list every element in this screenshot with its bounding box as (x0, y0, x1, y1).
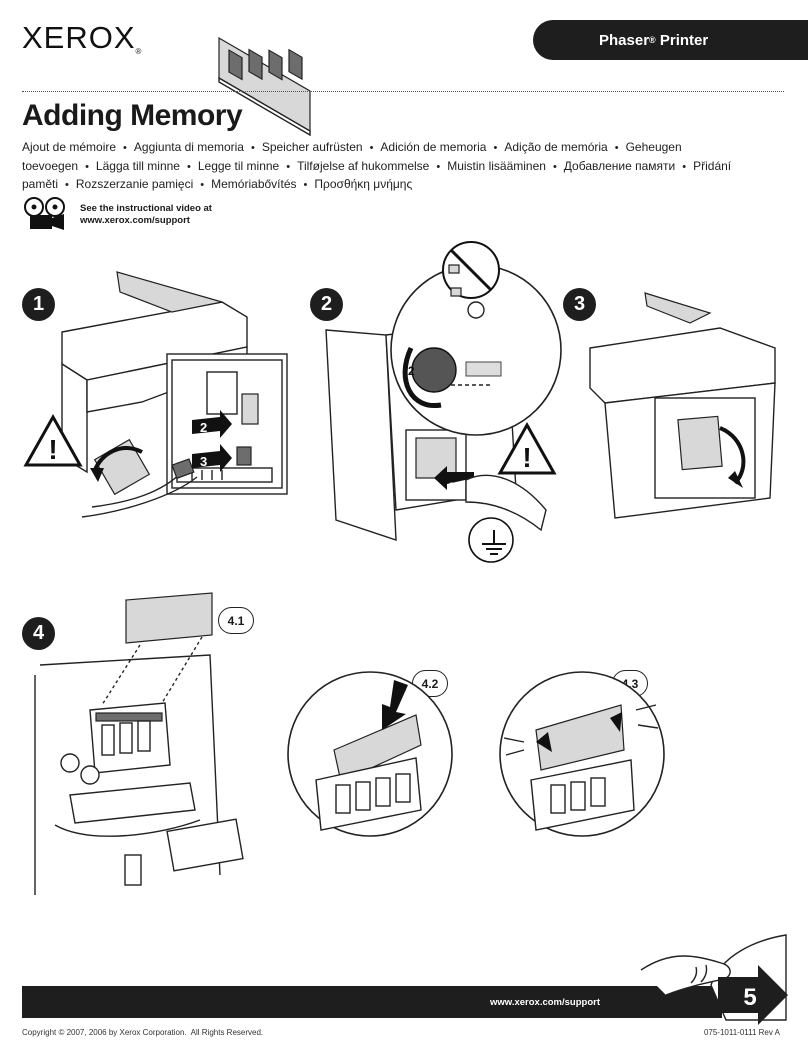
translation-item: Memóriabővítés (211, 177, 297, 191)
product-banner: Phaser® Printer (533, 20, 808, 60)
video-link-block[interactable]: See the instructional video at www.xerox… (22, 197, 212, 231)
product-name: Phaser (599, 31, 650, 49)
copyright: Copyright © 2007, 2006 by Xerox Corporat… (22, 1028, 264, 1037)
header-divider (22, 91, 784, 92)
product-suffix: Printer (655, 31, 709, 49)
footer-bar (22, 986, 722, 1018)
translation-item: Добавление памяти (563, 158, 676, 173)
translation-separator: • (65, 179, 69, 191)
step4-2-install-illustration (287, 671, 453, 837)
translation-item: Muistin lisääminen (447, 158, 546, 173)
step-number-1: 1 (22, 288, 55, 321)
step4-3-latch-illustration (499, 671, 665, 837)
step-number-2: 2 (310, 288, 343, 321)
translation-separator: • (493, 142, 498, 154)
product-reg-mark: ® (649, 35, 656, 45)
translation-separator: • (286, 160, 291, 173)
translation-item: Rozszerzanie pamięci (75, 177, 194, 191)
next-page-number: 5 (743, 984, 756, 1011)
warning-triangle-icon-2: ! (497, 421, 557, 475)
step-number-4: 4 (22, 617, 55, 650)
translation-item: Aggiunta di memoria (133, 140, 244, 154)
translation-item: Adición de memoria (380, 140, 487, 154)
title-translations: Ajout de mémoire • Aggiunta di memoria • Spe… (22, 139, 782, 195)
video-text-line1: See the instructional video at (80, 203, 212, 214)
xerox-logo: XEROX® (22, 20, 143, 56)
translation-separator: • (186, 160, 191, 173)
translation-item: Legge til minne (197, 158, 280, 173)
step2-callout-1: 1 (448, 480, 455, 494)
translation-item: Lägga till minne (95, 158, 180, 173)
footer-url[interactable]: www.xerox.com/support (490, 997, 600, 1008)
video-camera-icon (24, 197, 65, 230)
next-page-arrow-icon[interactable]: 5 (718, 965, 790, 1025)
step-number-3: 3 (563, 288, 596, 321)
translation-item: Geheugen toevoegen (22, 140, 682, 173)
warning-triangle-icon: ! (23, 413, 83, 467)
translation-separator: • (682, 160, 687, 173)
translation-item: Προσθήκη μνήμης (314, 177, 413, 191)
document-number: 075-1011-0111 Rev A (703, 1028, 780, 1037)
step4-1-board-illustration (34, 592, 244, 895)
translation-separator: • (85, 160, 89, 173)
translation-separator: • (552, 160, 557, 173)
substep-4-1: 4.1 (218, 607, 254, 634)
translation-separator: • (614, 142, 619, 154)
page-title: Adding Memory (22, 99, 243, 132)
svg-text:!: ! (48, 434, 57, 465)
translation-separator: • (436, 160, 441, 173)
video-url[interactable]: www.xerox.com/support (80, 215, 190, 226)
step1-callout-3: 3 (200, 454, 207, 469)
translation-item: Tilføjelse af hukommelse (297, 158, 430, 173)
video-text: See the instructional video at www.xerox… (80, 203, 212, 227)
translation-item: Přidání paměti (22, 158, 732, 192)
step1-callout-2: 2 (200, 420, 207, 435)
svg-text:!: ! (522, 442, 531, 473)
ground-symbol-icon (482, 530, 506, 555)
step3-printer-illustration (589, 292, 776, 519)
step1-printer-illustration: 2 3 (61, 271, 288, 518)
translation-item: Speicher aufrüsten (261, 140, 363, 154)
translation-separator: • (303, 179, 308, 191)
translation-separator: • (123, 142, 127, 154)
translation-item: Adição de memória (504, 140, 608, 154)
translation-separator: • (369, 142, 374, 154)
translation-separator: • (200, 179, 205, 191)
translation-item: Ajout de mémoire (22, 140, 117, 154)
step2-callout-2: 2 (408, 364, 415, 378)
translation-separator: • (250, 142, 255, 154)
memory-module-illustration (218, 36, 311, 137)
step2-printer-illustration: 2 1 (325, 241, 562, 563)
